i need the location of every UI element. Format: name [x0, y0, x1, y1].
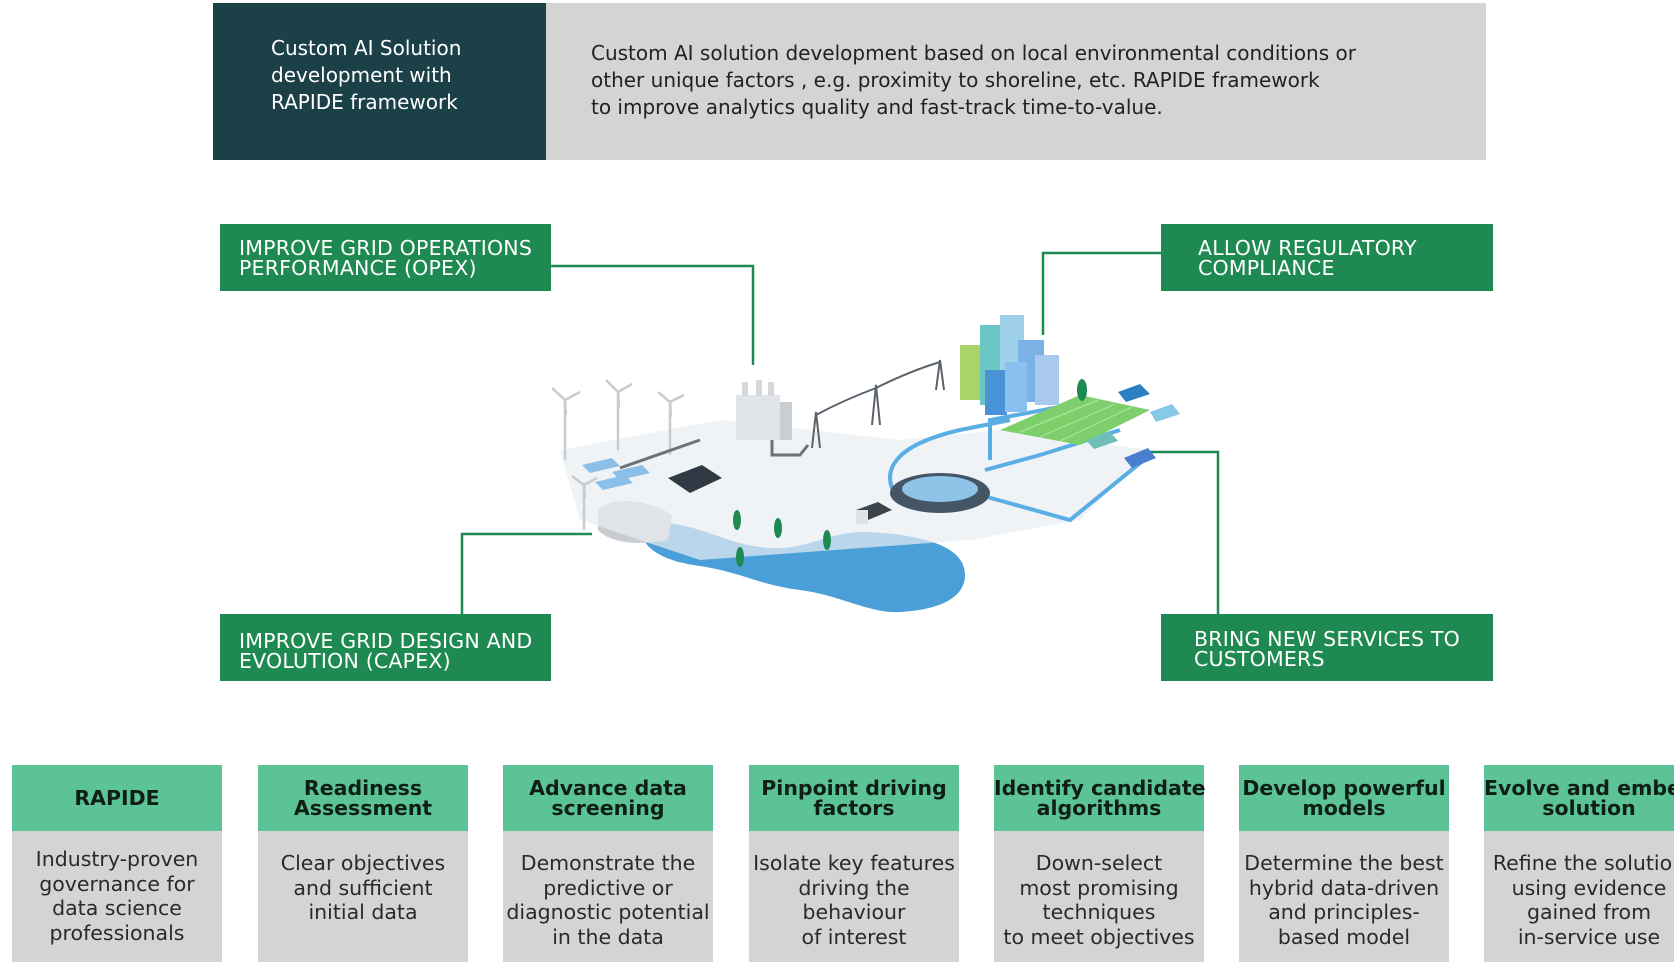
step-title: Readiness Assessment — [258, 765, 468, 831]
connector-opex — [551, 264, 755, 365]
step-description-line: Refine the solution — [1492, 851, 1674, 875]
terrain — [560, 420, 1150, 560]
step-title: Identify candidate algorithms — [994, 765, 1206, 831]
header-title-line: RAPIDE framework — [271, 90, 458, 114]
step-title: Evolve and embed solution — [1484, 765, 1674, 831]
step-column: RAPIDE Industry-proven governance for da… — [12, 765, 222, 962]
step-description-line: techniques — [1042, 900, 1156, 924]
header-description-line: Custom AI solution development based on … — [591, 41, 1356, 65]
callout-regulatory-line: ALLOW REGULATORY — [1198, 236, 1417, 260]
step-column: Evolve and embed solution Refine the sol… — [1484, 765, 1674, 962]
step-description-line: in-service use — [1517, 924, 1661, 949]
callout-capex: IMPROVE GRID DESIGN AND EVOLUTION (CAPEX… — [220, 614, 551, 681]
step-column: Develop powerful models Determine the be… — [1239, 765, 1449, 962]
callout-capex-line: EVOLUTION (CAPEX) — [239, 649, 451, 673]
step-description-line: Clear objectives — [280, 851, 446, 875]
callout-services-line: BRING NEW SERVICES TO — [1194, 627, 1460, 651]
trees — [733, 379, 1087, 567]
step-description-line: driving the — [798, 875, 910, 900]
substation — [668, 465, 722, 493]
step-description-line: professionals — [49, 920, 185, 945]
step-title-line: RAPIDE — [74, 786, 160, 810]
step-title-line: screening — [551, 796, 665, 820]
step-title-line: factors — [813, 796, 895, 820]
step-description-line: initial data — [308, 900, 418, 924]
step-description-line: in the data — [552, 924, 664, 949]
step-title-line: algorithms — [1036, 796, 1162, 820]
connector-services — [1150, 450, 1220, 614]
header-description-line: to improve analytics quality and fast-tr… — [591, 95, 1163, 119]
transmission-lines — [811, 359, 945, 449]
step-description: Isolate key features driving the behavio… — [749, 831, 959, 962]
green-field — [1000, 395, 1150, 445]
callout-opex-line: PERFORMANCE (OPEX) — [239, 256, 477, 280]
step-column: Advance data screening Demonstrate the p… — [503, 765, 713, 962]
power-plant — [736, 380, 792, 440]
step-description-line: hybrid data-driven — [1248, 875, 1440, 900]
step-description-line: based model — [1277, 924, 1411, 949]
step-title-line: Assessment — [293, 796, 433, 820]
step-description-line: and principles- — [1268, 900, 1420, 924]
callout-regulatory: ALLOW REGULATORY COMPLIANCE — [1161, 224, 1493, 291]
step-description-line: data science — [52, 896, 182, 920]
step-column: Identify candidate algorithms Down-selec… — [994, 765, 1206, 962]
callout-capex-line: IMPROVE GRID DESIGN AND — [239, 629, 533, 653]
step-title-line: Readiness — [303, 776, 423, 800]
step-title: RAPIDE — [12, 765, 222, 831]
step-description-line: and sufficient — [293, 875, 433, 900]
step-description-line: Determine the best — [1244, 851, 1444, 875]
header-description-panel: Custom AI solution development based on … — [546, 3, 1486, 160]
step-title-line: Advance data — [529, 776, 687, 800]
header-title-line: development with — [271, 63, 452, 87]
step-description-line: Down-select — [1035, 851, 1163, 875]
callout-opex-line: IMPROVE GRID OPERATIONS — [239, 236, 533, 260]
step-title-line: Evolve and embed — [1484, 776, 1674, 800]
connector-lines — [460, 251, 1220, 614]
step-description: Clear objectives and sufficient initial … — [258, 831, 468, 962]
step-title: Develop powerful models — [1239, 765, 1449, 831]
connector-regulatory — [1041, 251, 1161, 335]
step-description: Refine the solution using evidence gaine… — [1484, 831, 1674, 962]
step-title-line: Identify candidate — [994, 776, 1206, 800]
step-description-line: to meet objectives — [1003, 924, 1195, 949]
callout-services: BRING NEW SERVICES TO CUSTOMERS — [1161, 614, 1493, 681]
step-description-line: Isolate key features — [753, 851, 955, 875]
step-title-line: solution — [1542, 796, 1636, 820]
callout-services-line: CUSTOMERS — [1194, 647, 1325, 671]
houses — [1086, 384, 1180, 468]
step-title-line: models — [1302, 796, 1386, 820]
step-description: Industry-proven governance for data scie… — [12, 831, 222, 962]
step-description: Demonstrate the predictive or diagnostic… — [503, 831, 713, 962]
step-title-line: Develop powerful — [1242, 776, 1446, 800]
wind-turbines — [551, 379, 685, 530]
connector-capex — [460, 532, 592, 614]
step-description-line: gained from — [1526, 900, 1652, 924]
step-description-line: using evidence — [1511, 875, 1667, 900]
solar-panels — [582, 458, 650, 490]
callout-regulatory-line: COMPLIANCE — [1198, 256, 1335, 280]
step-description-line: Demonstrate the — [520, 851, 696, 875]
step-description-line: diagnostic potential — [506, 900, 710, 924]
step-description-line: predictive or — [543, 875, 673, 900]
step-title: Advance data screening — [503, 765, 713, 831]
step-description-line: of interest — [801, 924, 907, 949]
step-description-line: governance for — [39, 871, 195, 896]
header-description-line: other unique factors , e.g. proximity to… — [591, 68, 1320, 92]
step-description: Down-select most promising techniques to… — [994, 831, 1204, 962]
city-buildings — [960, 315, 1059, 415]
treatment-tank-top — [902, 476, 978, 502]
step-description-line: behaviour — [802, 900, 906, 924]
water-pipes — [888, 403, 1152, 523]
callout-opex: IMPROVE GRID OPERATIONS PERFORMANCE (OPE… — [220, 224, 551, 291]
step-description-line: Industry-proven — [35, 847, 199, 871]
header-title-panel: Custom AI Solution development with RAPI… — [213, 3, 546, 160]
step-column: Readiness Assessment Clear objectives an… — [258, 765, 468, 962]
step-title: Pinpoint driving factors — [749, 765, 959, 831]
step-column: Pinpoint driving factors Isolate key fea… — [749, 765, 959, 962]
step-description-line: most promising — [1019, 875, 1179, 900]
step-title-line: Pinpoint driving — [761, 776, 947, 800]
step-description: Determine the best hybrid data-driven an… — [1239, 831, 1449, 962]
header-title-line: Custom AI Solution — [271, 36, 462, 60]
